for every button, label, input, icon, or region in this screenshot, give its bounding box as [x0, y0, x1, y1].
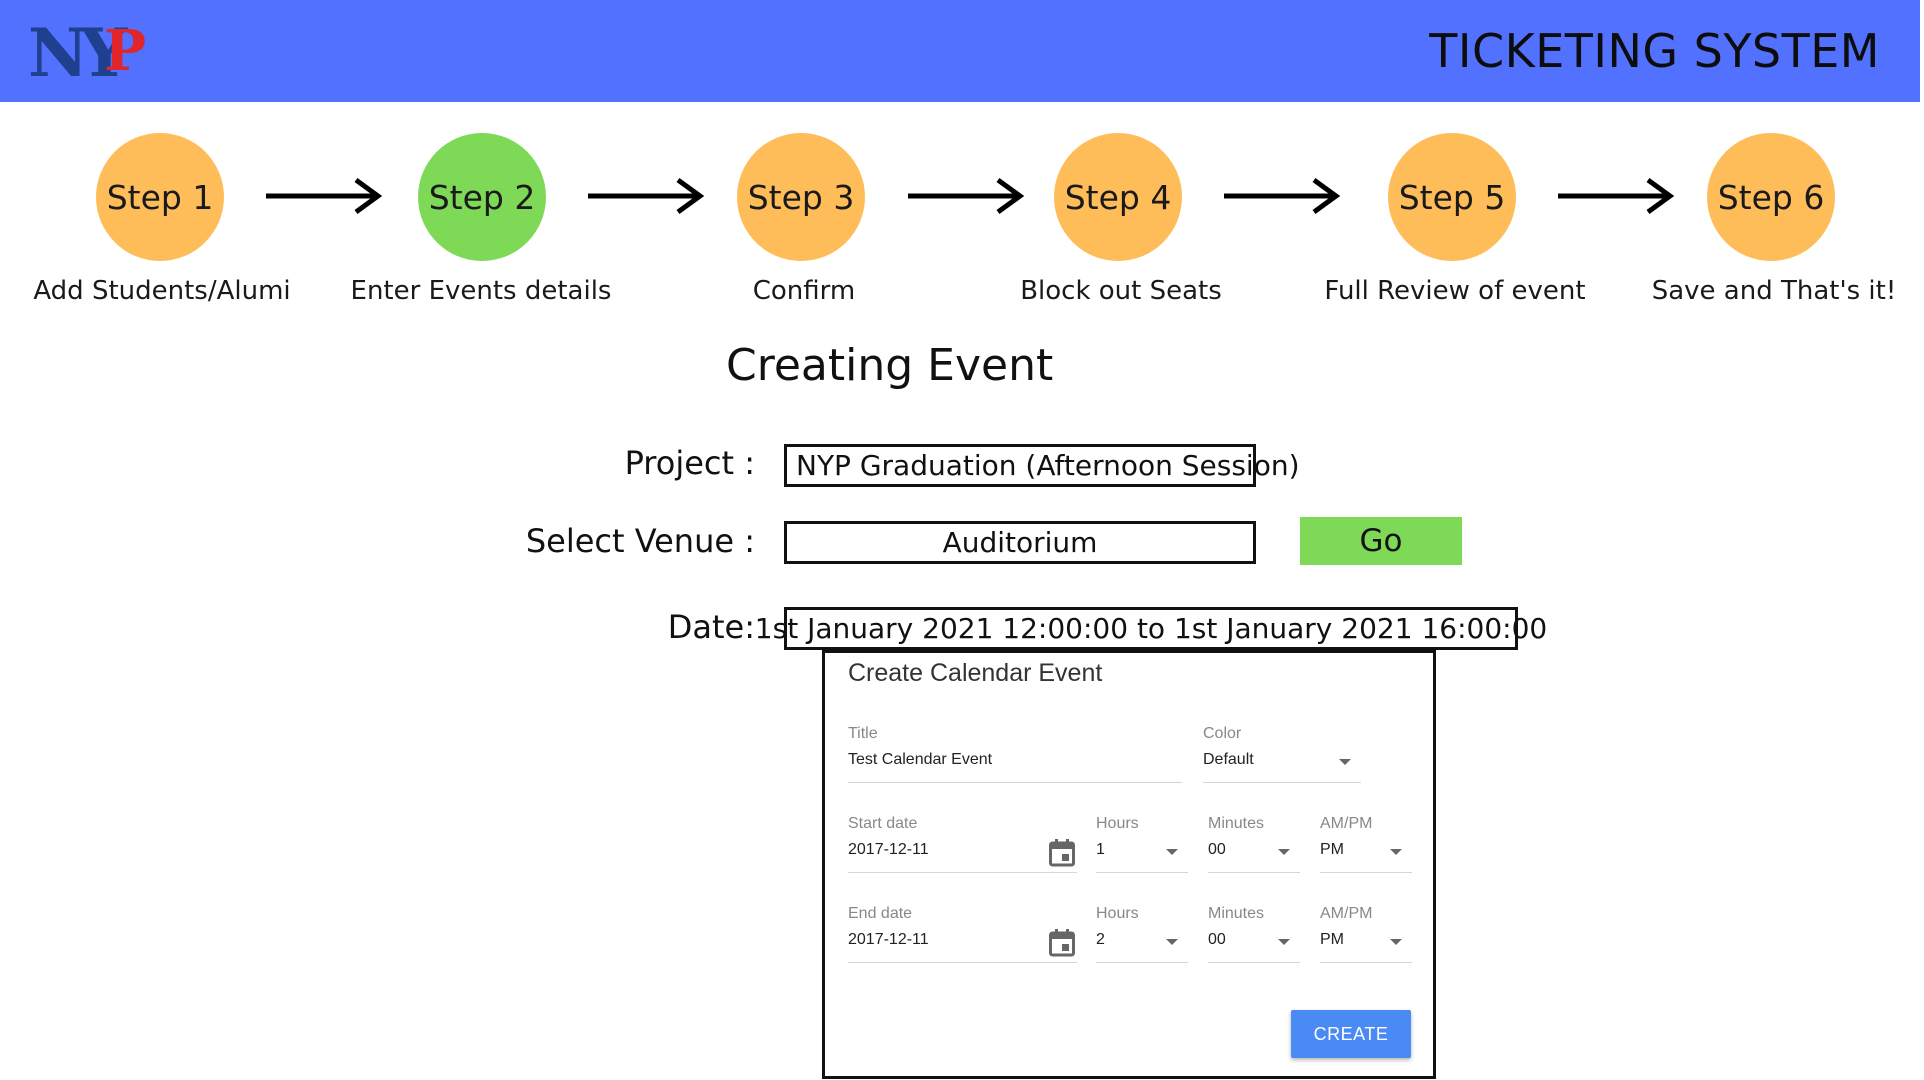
- step-1-circle[interactable]: Step 1: [96, 133, 224, 261]
- color-value: Default: [1203, 751, 1254, 768]
- step-2-caption: Enter Events details: [350, 276, 612, 306]
- end-hours-select[interactable]: Hours 2: [1096, 905, 1188, 963]
- start-hours-value: 1: [1096, 841, 1105, 858]
- go-button[interactable]: Go: [1300, 517, 1462, 565]
- svg-text:NY: NY: [28, 14, 128, 92]
- app-title: TICKETING SYSTEM: [1429, 24, 1880, 78]
- arrow-right-icon: [1558, 177, 1675, 215]
- step-3-circle[interactable]: Step 3: [737, 133, 865, 261]
- step-5-circle[interactable]: Step 5: [1388, 133, 1516, 261]
- step-1-caption: Add Students/Alumi: [33, 276, 291, 306]
- chevron-down-icon: [1390, 939, 1402, 945]
- date-range-field[interactable]: 1st January 2021 12:00:00 to 1st January…: [755, 607, 1547, 650]
- create-calendar-event-dialog: Create Calendar Event Title Test Calenda…: [822, 650, 1436, 1079]
- step-6-caption: Save and That's it!: [1651, 276, 1897, 306]
- svg-text:P: P: [104, 18, 146, 84]
- end-minutes-label: Minutes: [1208, 905, 1265, 922]
- chevron-down-icon: [1390, 849, 1402, 855]
- start-date-label: Start date: [848, 815, 918, 832]
- color-label: Color: [1203, 725, 1242, 742]
- step-4-circle[interactable]: Step 4: [1054, 133, 1182, 261]
- end-date-label: End date: [848, 905, 913, 922]
- end-ampm-value: PM: [1320, 931, 1344, 948]
- event-title-label: Title: [848, 725, 878, 742]
- end-ampm-select[interactable]: AM/PM PM: [1320, 905, 1412, 963]
- date-label: Date:: [667, 608, 755, 646]
- step-6-circle[interactable]: Step 6: [1707, 133, 1835, 261]
- start-hours-select[interactable]: Hours 1: [1096, 815, 1188, 873]
- start-hours-label: Hours: [1096, 815, 1139, 832]
- event-title-field[interactable]: Title Test Calendar Event: [848, 725, 1182, 783]
- end-minutes-value: 00: [1208, 931, 1226, 948]
- start-minutes-label: Minutes: [1208, 815, 1265, 832]
- arrow-right-icon: [588, 177, 705, 215]
- step-2-circle[interactable]: Step 2: [418, 133, 546, 261]
- step-5-caption: Full Review of event: [1324, 276, 1586, 306]
- arrow-right-icon: [908, 177, 1025, 215]
- end-hours-value: 2: [1096, 931, 1105, 948]
- end-date-value: 2017-12-11: [848, 931, 929, 948]
- start-ampm-select[interactable]: AM/PM PM: [1320, 815, 1412, 873]
- create-button[interactable]: CREATE: [1291, 1010, 1411, 1058]
- step-3-caption: Confirm: [752, 276, 856, 306]
- start-ampm-value: PM: [1320, 841, 1344, 858]
- event-title-value: Test Calendar Event: [848, 751, 993, 768]
- start-minutes-value: 00: [1208, 841, 1226, 858]
- venue-select[interactable]: Auditorium: [784, 521, 1256, 564]
- start-date-value: 2017-12-11: [848, 841, 929, 858]
- arrow-right-icon: [1224, 177, 1341, 215]
- step-4-caption: Block out Seats: [1020, 276, 1222, 306]
- chevron-down-icon: [1166, 849, 1178, 855]
- start-date-field[interactable]: Start date 2017-12-11: [848, 815, 1077, 873]
- end-ampm-label: AM/PM: [1320, 905, 1373, 922]
- chevron-down-icon: [1339, 759, 1351, 765]
- chevron-down-icon: [1166, 939, 1178, 945]
- end-date-field[interactable]: End date 2017-12-11: [848, 905, 1077, 963]
- chevron-down-icon: [1278, 939, 1290, 945]
- dialog-title: Create Calendar Event: [848, 659, 1103, 687]
- color-select[interactable]: Color Default: [1203, 725, 1361, 783]
- end-minutes-select[interactable]: Minutes 00: [1208, 905, 1300, 963]
- project-label: Project :: [624, 444, 755, 482]
- arrow-right-icon: [266, 177, 383, 215]
- project-field[interactable]: NYP Graduation (Afternoon Session): [784, 444, 1300, 487]
- start-ampm-label: AM/PM: [1320, 815, 1373, 832]
- start-minutes-select[interactable]: Minutes 00: [1208, 815, 1300, 873]
- venue-label: Select Venue :: [525, 522, 755, 560]
- chevron-down-icon: [1278, 849, 1290, 855]
- calendar-icon[interactable]: [1049, 839, 1075, 867]
- page-title: Creating Event: [726, 340, 1054, 391]
- end-hours-label: Hours: [1096, 905, 1139, 922]
- nyp-logo: NY P: [28, 14, 146, 92]
- calendar-icon[interactable]: [1049, 929, 1075, 957]
- app-header: NY P TICKETING SYSTEM: [0, 0, 1920, 102]
